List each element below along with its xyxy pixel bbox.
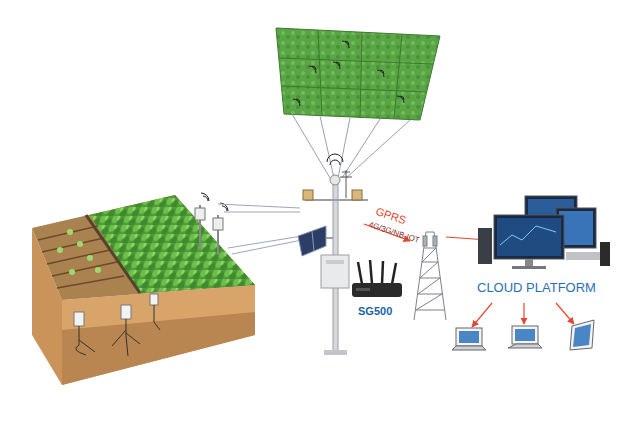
soil-sensor bbox=[74, 294, 160, 356]
computer-cluster bbox=[478, 196, 610, 269]
client-device bbox=[452, 320, 594, 350]
weather-station bbox=[298, 154, 368, 355]
network-label: 4G/3G/NB-IOT bbox=[367, 221, 420, 246]
farm-field bbox=[32, 193, 255, 385]
cell-tower bbox=[414, 232, 446, 320]
device-label: SG500 bbox=[358, 305, 392, 317]
wireless-links bbox=[218, 204, 302, 254]
uplink-lines bbox=[292, 114, 410, 178]
platform-label: CLOUD PLATFORM bbox=[477, 281, 596, 295]
sensor-pole bbox=[195, 193, 228, 255]
router-icon bbox=[352, 260, 402, 297]
network-label: GPRS bbox=[374, 205, 407, 226]
aerial-map bbox=[276, 28, 440, 120]
